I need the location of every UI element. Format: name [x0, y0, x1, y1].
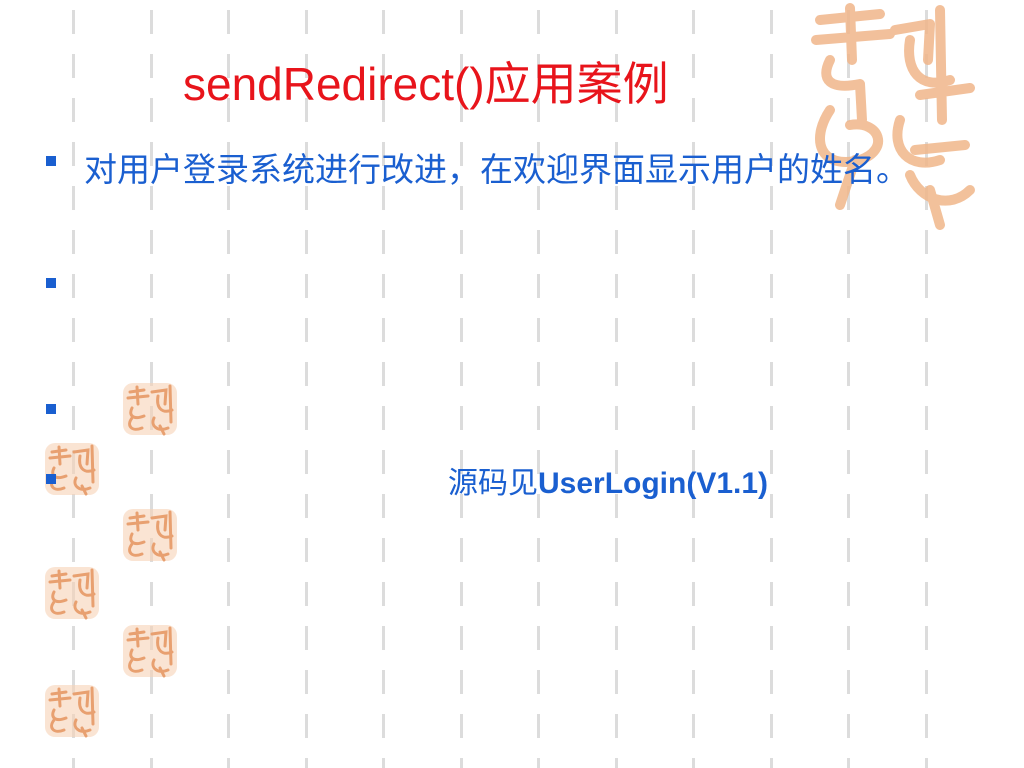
source-prefix: 源码见: [448, 466, 538, 501]
grid-line: [460, 10, 463, 768]
slide-title: sendRedirect()应用案例: [183, 58, 669, 110]
bullet-marker: [46, 404, 56, 414]
auspicious-seal-icon: [811, 3, 975, 230]
bullet-text: 对用户登录系统进行改进，在欢迎界面显示用户的姓名。: [84, 150, 909, 189]
grid-line: [382, 10, 385, 768]
bullet-marker: [46, 278, 56, 288]
auspicious-seal-icon: [123, 625, 177, 678]
auspicious-seal-icon: [45, 567, 99, 620]
auspicious-seal-icon: [123, 383, 177, 436]
grid-line: [72, 10, 75, 768]
bullet-marker: [46, 156, 56, 166]
grid-line: [770, 10, 773, 768]
auspicious-seal-icon: [45, 685, 99, 738]
grid-line: [537, 10, 540, 768]
grid-line: [227, 10, 230, 768]
grid-line: [615, 10, 618, 768]
grid-line: [305, 10, 308, 768]
auspicious-seal-icon: [123, 509, 177, 562]
grid-line: [925, 10, 928, 768]
bullet-marker: [46, 474, 56, 484]
source-project-name: UserLogin(V1.1): [538, 467, 769, 500]
grid-line: [692, 10, 695, 768]
grid-line: [847, 10, 850, 768]
source-reference: 源码见UserLogin(V1.1): [448, 458, 768, 502]
auspicious-seal-icon: [45, 443, 99, 496]
